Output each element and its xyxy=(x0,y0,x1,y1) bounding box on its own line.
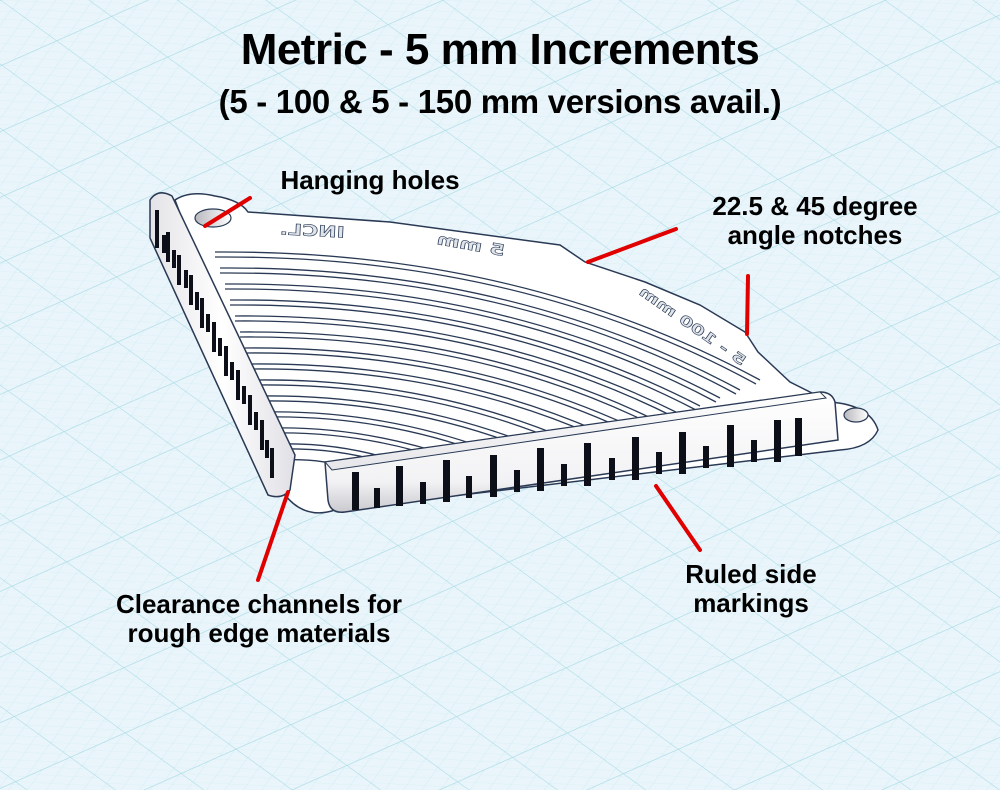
left-ruler-wall xyxy=(149,192,296,498)
leader-notch-22 xyxy=(586,227,678,264)
callout-text: Hanging holes xyxy=(280,165,460,195)
page-subtitle: (5 - 100 & 5 - 150 mm versions avail.) xyxy=(218,83,782,120)
callout-hanging-holes: Hanging holes xyxy=(248,166,492,195)
leader-notch-45 xyxy=(745,274,750,336)
callout-text: Clearance channels for xyxy=(115,589,403,619)
page-title: Metric - 5 mm Increments xyxy=(240,25,760,74)
bottom-ruler-wall xyxy=(324,391,839,513)
hanging-hole-right xyxy=(843,407,869,423)
callout-text: 22.5 & 45 degree xyxy=(712,191,918,221)
concentric-grooves xyxy=(214,251,761,469)
callout-text: Ruled side xyxy=(685,559,817,589)
leader-hanging-holes xyxy=(203,196,252,228)
callout-ruled-markings: Ruled side markings xyxy=(636,560,866,617)
bottom-tick-marks xyxy=(352,418,802,510)
callout-text: angle notches xyxy=(727,219,903,250)
leader-ruled xyxy=(654,484,702,552)
callout-text: rough edge materials xyxy=(127,617,391,648)
callout-angle-notches: 22.5 & 45 degree angle notches xyxy=(672,192,958,249)
engraving-incl: INCL. xyxy=(279,221,345,242)
leader-lines xyxy=(203,196,750,582)
left-tick-marks xyxy=(155,210,274,478)
callout-clearance-channels: Clearance channels for rough edge materi… xyxy=(66,590,452,647)
leader-clearance xyxy=(256,490,290,582)
callout-text: markings xyxy=(693,587,809,618)
